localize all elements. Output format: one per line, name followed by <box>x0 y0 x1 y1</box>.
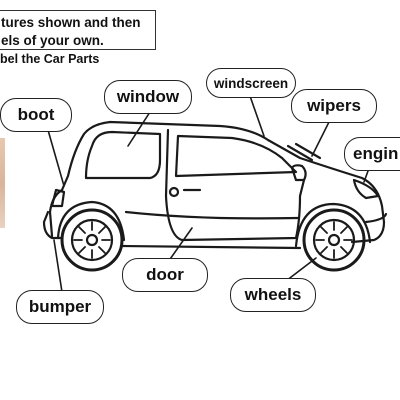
label-pointer-lines <box>47 95 373 293</box>
label-wheels: wheels <box>230 278 316 312</box>
front-wheel-tyre <box>302 208 366 272</box>
side-mirror <box>290 164 307 182</box>
label-door: door <box>122 258 208 292</box>
rear-bumper <box>42 210 62 240</box>
side-trim <box>124 210 300 220</box>
front-wheel-arch <box>294 202 372 248</box>
front-wheel-rim <box>312 218 356 262</box>
cropped-picture-edge <box>0 138 5 228</box>
label-boot: boot <box>0 98 72 132</box>
rear-window <box>84 130 162 180</box>
instructions-line-1: tures shown and then <box>1 15 141 30</box>
headlight <box>352 178 380 200</box>
label-wipers: wipers <box>291 89 377 123</box>
front-bumper <box>364 212 388 224</box>
door-lock <box>168 186 180 198</box>
label-windscreen: windscreen <box>206 68 296 98</box>
worksheet-subtitle: bel the Car Parts <box>0 52 100 66</box>
instructions-box: tures shown and then els of your own. <box>0 10 156 50</box>
label-engine: engin <box>344 137 400 171</box>
rear-wheel-tyre <box>60 208 124 272</box>
rear-wheel-rim <box>70 218 114 262</box>
wiper-blade <box>286 144 314 162</box>
label-bumper: bumper <box>16 290 104 324</box>
car-body-outline <box>48 120 386 244</box>
label-window: window <box>104 80 192 114</box>
car-door <box>164 128 306 242</box>
rear-light <box>50 188 66 208</box>
instructions-line-2: els of your own. <box>1 33 104 48</box>
rear-wheel-arch <box>56 200 126 242</box>
car-lower-line <box>120 244 302 250</box>
front-window <box>174 134 298 178</box>
